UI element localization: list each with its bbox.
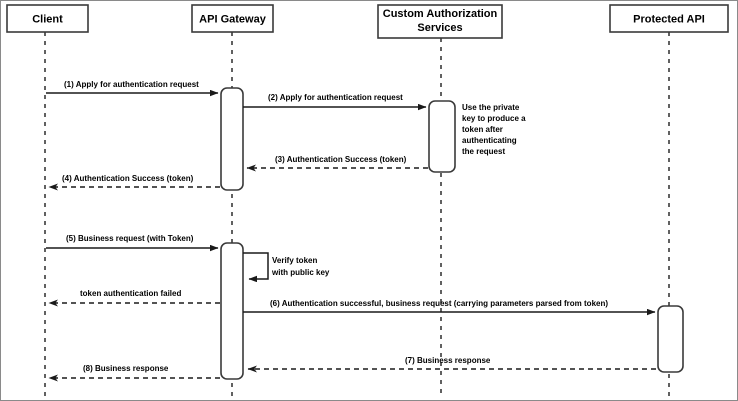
message-label-7: (7) Business response xyxy=(405,356,491,365)
message-label-6: (6) Authentication successful, business … xyxy=(270,299,608,308)
note-private-key-line-5: the request xyxy=(462,147,505,156)
message-label-5: (5) Business request (with Token) xyxy=(66,234,194,243)
participant-label-custom-auth-line1: Custom Authorization xyxy=(383,8,498,20)
activation-api-gateway-auth xyxy=(220,87,244,191)
message-label-4: (4) Authentication Success (token) xyxy=(62,174,194,183)
participant-box-api-gateway[interactable] xyxy=(191,4,274,33)
participant-label-custom-auth-line2: Services xyxy=(417,22,462,34)
message-label-self-line-1: Verify token xyxy=(272,256,317,265)
activation-custom-auth xyxy=(428,100,456,173)
note-private-key-line-1: Use the private xyxy=(462,103,520,112)
participant-box-client[interactable] xyxy=(6,4,89,33)
participant-label-api-gateway: API Gateway xyxy=(199,13,267,25)
participant-box-protected-api[interactable] xyxy=(609,4,729,33)
activation-api-gateway-business xyxy=(220,242,244,380)
note-private-key-line-3: token after xyxy=(462,125,503,134)
message-label-8: (8) Business response xyxy=(83,364,169,373)
message-label-1: (1) Apply for authentication request xyxy=(64,80,199,89)
message-label-token-authentication-failed: token authentication failed xyxy=(80,289,181,298)
message-label-2: (2) Apply for authentication request xyxy=(268,93,403,102)
message-label-3: (3) Authentication Success (token) xyxy=(275,155,407,164)
participant-box-custom-auth[interactable] xyxy=(377,4,503,39)
message-label-self-line-2: with public key xyxy=(271,268,330,277)
participant-label-protected-api: Protected API xyxy=(633,13,705,25)
message-arrow-self-verify-token[interactable] xyxy=(243,252,269,283)
participant-label-client: Client xyxy=(32,13,63,25)
note-private-key-line-4: authenticating xyxy=(462,136,517,145)
note-private-key-line-2: key to produce a xyxy=(462,114,526,123)
activation-protected-api xyxy=(657,305,684,373)
